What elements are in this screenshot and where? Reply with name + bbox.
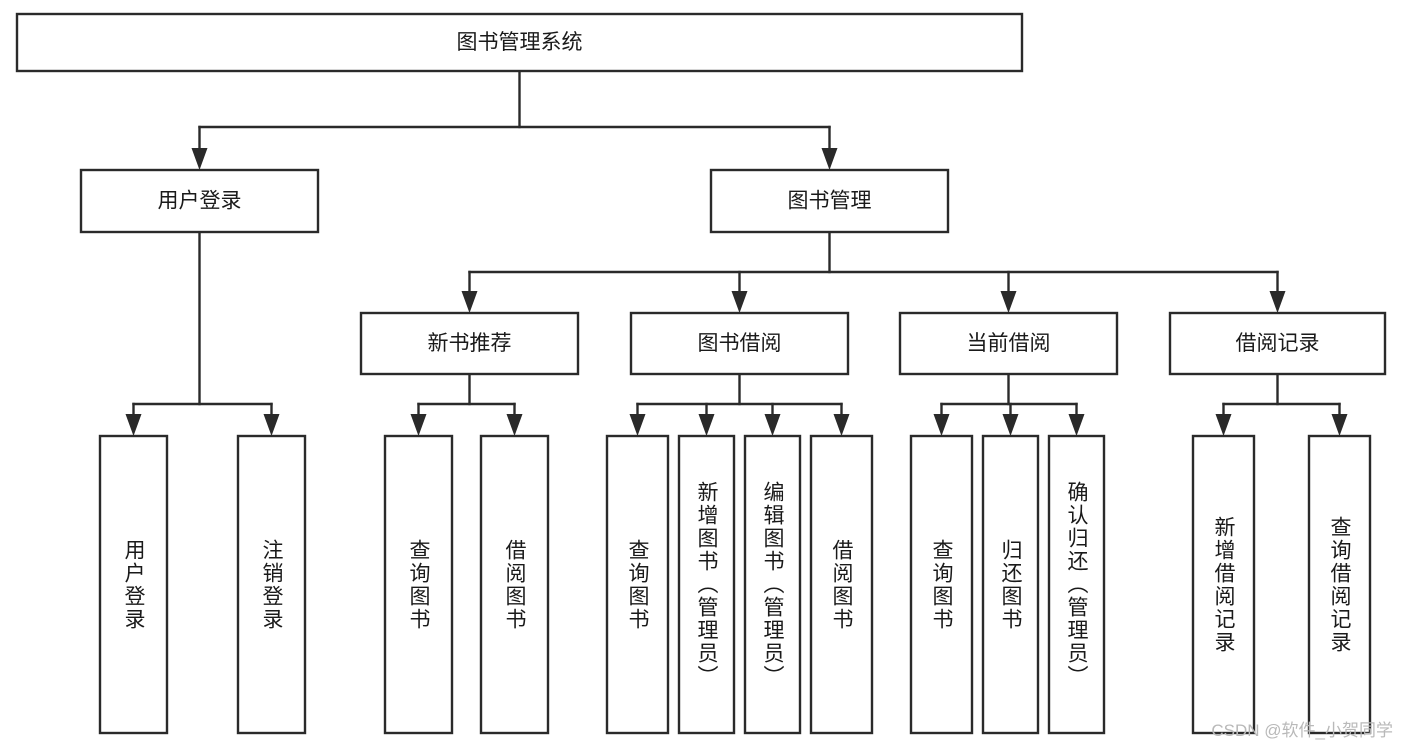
node-box-leaf-query-book-cur[interactable] [909, 434, 974, 735]
node-label-book-borrow: 图书借阅 [698, 332, 782, 355]
node-box-leaf-user-logout[interactable] [236, 434, 307, 735]
node-box-leaf-query-borrow-record[interactable] [1307, 434, 1372, 735]
user-login-to-leaves-arrow-1 [263, 414, 280, 436]
new-book-recommend-to-leaves-arrow-1 [506, 414, 523, 436]
borrow-record-to-leaves-arrow-0 [1215, 414, 1232, 436]
node-box-leaf-borrow-book[interactable] [809, 434, 874, 735]
bookmanage-to-level3-arrow-0 [461, 291, 478, 313]
node-box-root[interactable] [15, 12, 1024, 73]
current-borrow-to-leaves-arrow-1 [1002, 414, 1019, 436]
node-label-borrow-record: 借阅记录 [1236, 332, 1320, 355]
bookmanage-to-level3-arrow-2 [1000, 291, 1017, 313]
node-label-book-manage: 图书管理 [788, 190, 872, 213]
node-box-leaf-user-login[interactable] [98, 434, 169, 735]
book-borrow-to-leaves-arrow-3 [833, 414, 850, 436]
node-box-leaf-query-book-rec[interactable] [383, 434, 454, 735]
node-box-leaf-confirm-return[interactable] [1047, 434, 1106, 735]
node-box-leaf-add-book[interactable] [677, 434, 736, 735]
book-borrow-to-leaves-arrow-2 [764, 414, 781, 436]
node-box-leaf-add-borrow-record[interactable] [1191, 434, 1256, 735]
node-box-current-borrow[interactable] [898, 311, 1119, 376]
node-box-user-login[interactable] [79, 168, 320, 234]
node-label-current-borrow: 当前借阅 [967, 332, 1051, 355]
book-borrow-to-leaves-arrow-0 [629, 414, 646, 436]
root-to-level2-arrow-0 [191, 148, 208, 170]
node-box-book-borrow[interactable] [629, 311, 850, 376]
root-to-level2-arrow-1 [821, 148, 838, 170]
book-borrow-to-leaves-arrow-1 [698, 414, 715, 436]
node-label-new-book-recommend: 新书推荐 [428, 332, 512, 355]
borrow-record-to-leaves-arrow-1 [1331, 414, 1348, 436]
node-box-leaf-edit-book[interactable] [743, 434, 802, 735]
new-book-recommend-to-leaves-arrow-0 [410, 414, 427, 436]
node-box-new-book-recommend[interactable] [359, 311, 580, 376]
bookmanage-to-level3-arrow-1 [731, 291, 748, 313]
node-label-user-login: 用户登录 [158, 190, 242, 213]
connector-layer [125, 69, 1348, 436]
bookmanage-to-level3-arrow-3 [1269, 291, 1286, 313]
node-box-layer [15, 12, 1387, 735]
node-label-root: 图书管理系统 [457, 31, 583, 54]
current-borrow-to-leaves-arrow-2 [1068, 414, 1085, 436]
node-box-leaf-borrow-book-rec[interactable] [479, 434, 550, 735]
user-login-to-leaves-arrow-0 [125, 414, 142, 436]
current-borrow-to-leaves-arrow-0 [933, 414, 950, 436]
node-box-borrow-record[interactable] [1168, 311, 1387, 376]
node-box-leaf-query-book-borrow[interactable] [605, 434, 670, 735]
node-box-leaf-return-book[interactable] [981, 434, 1040, 735]
node-box-book-manage[interactable] [709, 168, 950, 234]
